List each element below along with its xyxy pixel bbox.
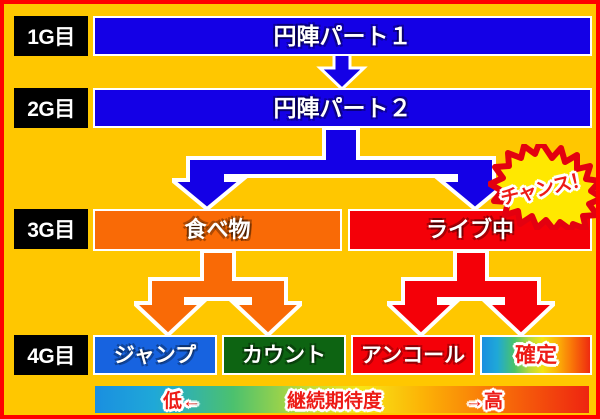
arrow-fork-live [381, 249, 561, 338]
game-label-4g: 4G目 [14, 335, 88, 375]
node-encore[interactable]: アンコール [351, 335, 475, 375]
node-live-label: ライブ中 [425, 217, 514, 242]
node-enjin-part-1[interactable]: 円陣パート１ [93, 16, 592, 56]
node-enjin-part-2[interactable]: 円陣パート２ [93, 88, 592, 128]
arrow-fork-enjin2 [166, 126, 516, 212]
node-tabemono[interactable]: 食べ物 [93, 209, 342, 251]
node-count[interactable]: カウント [222, 335, 346, 375]
legend-high-label: →高 [465, 391, 504, 412]
game-label-3g-text: 3G目 [27, 219, 75, 242]
node-kakutei-label: 確定 [515, 343, 557, 367]
node-enjin-part-2-label: 円陣パート２ [273, 94, 412, 121]
node-kakutei[interactable]: 確定 [480, 335, 592, 375]
arrow-fork-tabemono [128, 249, 308, 338]
game-label-2g-text: 2G目 [27, 98, 75, 121]
node-enjin-part-1-label: 円陣パート１ [273, 22, 412, 49]
legend-expectation-bar: 低← 継続期待度 →高 [92, 383, 592, 415]
game-label-2g: 2G目 [14, 88, 88, 128]
node-jump[interactable]: ジャンプ [93, 335, 217, 375]
node-encore-label: アンコール [360, 343, 466, 367]
chance-badge: チャンス！ [488, 144, 596, 230]
game-label-4g-text: 4G目 [27, 345, 75, 368]
game-label-1g-text: 1G目 [27, 26, 75, 49]
legend-low-label: 低← [163, 391, 202, 412]
node-count-label: カウント [242, 343, 326, 367]
node-tabemono-label: 食べ物 [184, 217, 251, 242]
arrow-enjin1-to-enjin2 [314, 52, 370, 92]
node-jump-label: ジャンプ [113, 343, 197, 367]
game-label-3g: 3G目 [14, 209, 88, 249]
game-label-1g: 1G目 [14, 16, 88, 56]
legend-middle-label: 継続期待度 [287, 391, 383, 412]
